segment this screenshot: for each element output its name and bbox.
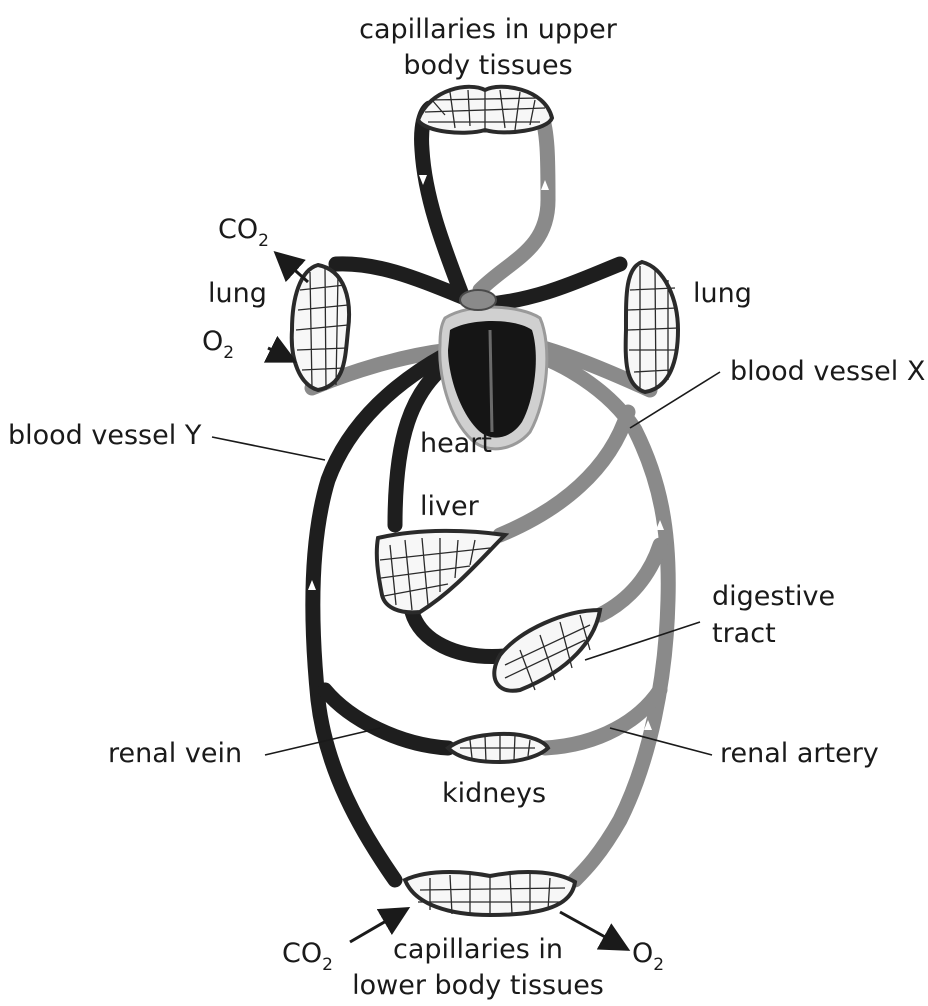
label-co2-bottom: CO2 bbox=[282, 938, 333, 975]
kidneys-organ bbox=[448, 734, 548, 762]
label-upper-capillaries-line2: body tissues bbox=[403, 50, 572, 81]
vessel-to-upper-body bbox=[480, 110, 548, 290]
label-digestive-line2: tract bbox=[712, 618, 776, 649]
label-digestive-line1: digestive bbox=[712, 581, 835, 612]
heart-organ bbox=[440, 290, 547, 449]
label-heart: heart bbox=[420, 428, 492, 459]
label-blood-vessel-y: blood vessel Y bbox=[8, 420, 202, 451]
digestive-tract-organ bbox=[494, 610, 600, 691]
label-upper-capillaries-line1: capillaries in upper bbox=[359, 14, 618, 45]
labels: capillaries in upper body tissues CO2 lu… bbox=[8, 14, 925, 1001]
label-lung-left: lung bbox=[208, 278, 267, 309]
liver-organ bbox=[377, 531, 505, 613]
label-liver: liver bbox=[420, 491, 480, 522]
renal-vein-vessel bbox=[325, 690, 448, 748]
label-o2-left: O2 bbox=[202, 326, 234, 363]
label-blood-vessel-x: blood vessel X bbox=[730, 356, 925, 387]
label-lung-right: lung bbox=[693, 278, 752, 309]
label-renal-artery: renal artery bbox=[720, 738, 879, 769]
co2-left-arrow bbox=[278, 255, 308, 282]
label-renal-vein: renal vein bbox=[108, 738, 242, 769]
blood-vessel-y-leader bbox=[212, 437, 325, 460]
left-lung bbox=[292, 265, 349, 390]
label-o2-bottom: O2 bbox=[632, 938, 664, 975]
artery-to-digestive bbox=[600, 545, 660, 615]
label-lower-capillaries-line2: lower body tissues bbox=[352, 970, 604, 1001]
renal-artery-leader bbox=[610, 728, 712, 755]
digestive-tract-leader bbox=[585, 622, 700, 660]
vessel-from-upper-body bbox=[422, 108, 462, 295]
right-lung bbox=[626, 262, 678, 392]
label-co2-left: CO2 bbox=[218, 214, 269, 251]
o2-left-arrow bbox=[268, 348, 292, 360]
o2-bottom-arrow bbox=[560, 912, 625, 948]
label-lower-capillaries-line1: capillaries in bbox=[393, 934, 563, 965]
upper-body-capillaries bbox=[418, 87, 552, 133]
lower-body-capillaries bbox=[405, 872, 575, 915]
vessels bbox=[312, 108, 668, 880]
hepatic-portal-vein bbox=[412, 612, 505, 657]
label-kidneys: kidneys bbox=[442, 778, 546, 809]
